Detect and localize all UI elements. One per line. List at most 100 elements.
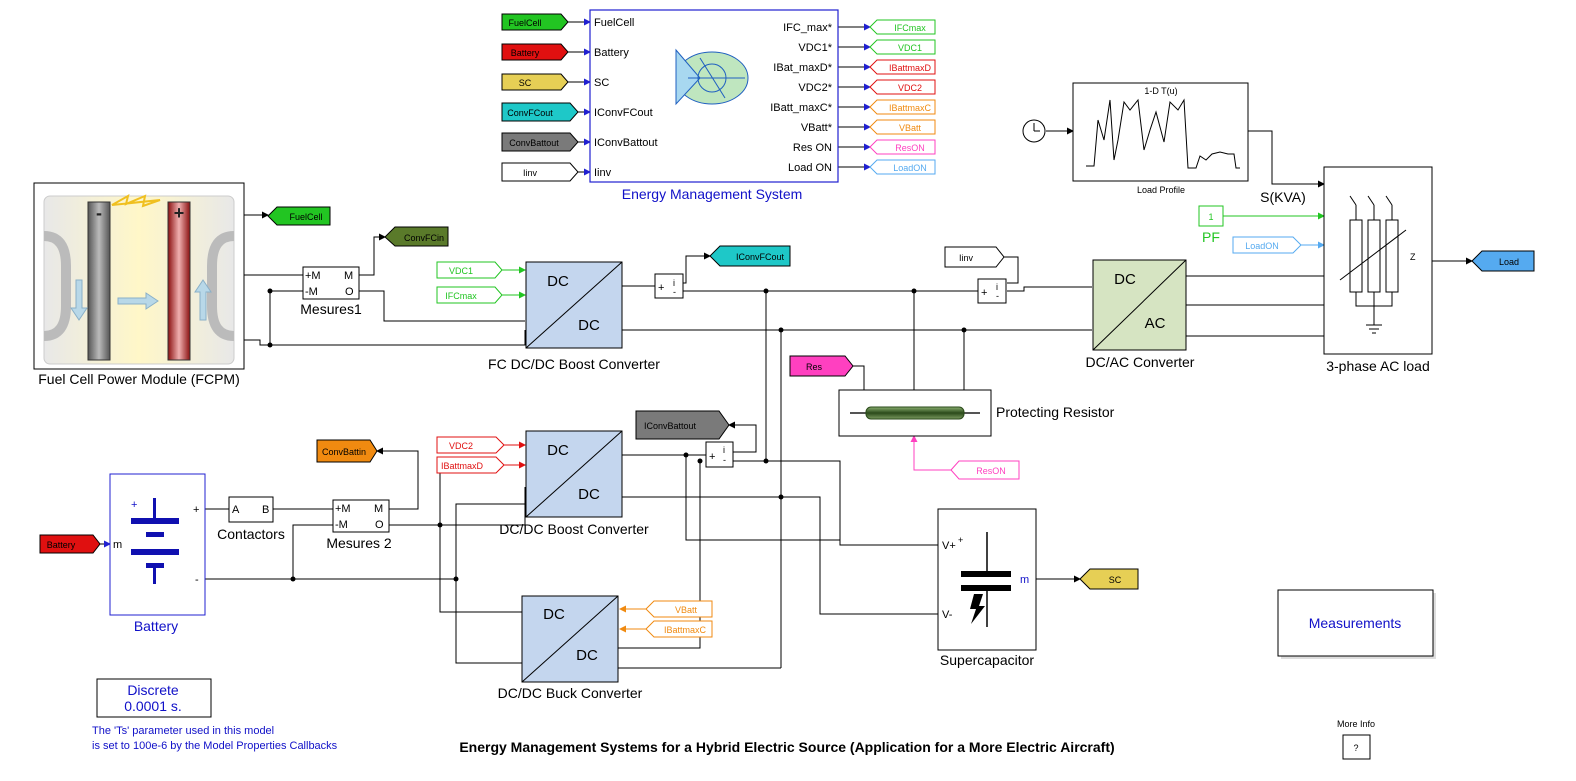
- goto-tag-res[interactable]: Res: [789, 355, 854, 377]
- svg-text:VBatt: VBatt: [675, 605, 698, 615]
- svg-text:ResON: ResON: [895, 143, 925, 153]
- fcpm-plus: +: [174, 203, 185, 223]
- fcpm-block[interactable]: - + Fuel Cell Power Module (FCPM): [33, 182, 245, 387]
- from-tag-ibattmaxc[interactable]: IBattmaxC: [645, 620, 713, 638]
- ems-output-tags[interactable]: IFCmax VDC1 IBattmaxD VDC2 IBattmaxC VBa…: [869, 19, 936, 175]
- from-tag-battery[interactable]: Battery: [39, 534, 101, 554]
- svg-text:VDC1: VDC1: [898, 43, 922, 53]
- current-sum-3[interactable]: + i -: [705, 441, 734, 468]
- goto-tag-convfcout[interactable]: ConvFCout: [501, 102, 579, 122]
- svg-text:PF: PF: [1202, 229, 1220, 245]
- ac-load-block[interactable]: Z 3-phase AC load: [1323, 166, 1433, 374]
- goto-tag-load[interactable]: Load: [1471, 250, 1535, 272]
- powergui-block[interactable]: Discrete 0.0001 s.: [96, 678, 212, 718]
- svg-text:V+: V+: [942, 540, 956, 552]
- svg-text:FuelCell: FuelCell: [508, 18, 541, 28]
- contactors-block[interactable]: A B Contactors: [217, 496, 285, 542]
- svg-text:-: -: [996, 291, 999, 301]
- battery-caption: Battery: [134, 618, 178, 634]
- goto-tag-loadon[interactable]: LoadON: [869, 159, 936, 175]
- from-tag-reson[interactable]: ResON: [950, 460, 1020, 480]
- dc-boost-converter[interactable]: DC DC DC/DC Boost Converter: [499, 430, 649, 537]
- svg-text:IFCmax: IFCmax: [445, 291, 477, 301]
- contactors-caption: Contactors: [217, 526, 285, 542]
- ems-caption: Energy Management System: [622, 186, 803, 202]
- from-tag-vdc2[interactable]: VDC2: [436, 436, 505, 454]
- fc-boost-converter[interactable]: DC DC FC DC/DC Boost Converter: [488, 261, 660, 372]
- load-profile-block[interactable]: 1-D T(u) Load Profile: [1072, 82, 1249, 195]
- svg-text:A: A: [232, 504, 240, 516]
- svg-text:AC: AC: [1145, 315, 1166, 332]
- goto-tag-sc[interactable]: SC: [501, 73, 569, 91]
- current-sum-1[interactable]: + i -: [654, 273, 684, 299]
- svg-text:i: i: [996, 282, 998, 292]
- goto-tag-convbattout[interactable]: ConvBattout: [501, 132, 579, 152]
- goto-tag-vdc2[interactable]: VDC2: [869, 79, 936, 95]
- from-tag-vdc1[interactable]: VDC1: [436, 261, 503, 279]
- protecting-resistor[interactable]: Protecting Resistor: [838, 389, 1115, 437]
- ems-logo-icon: [675, 48, 749, 106]
- help-icon: ?: [1353, 743, 1358, 753]
- dcac-converter[interactable]: DC AC DC/AC Converter: [1086, 259, 1195, 370]
- goto-tag-iconvfcout[interactable]: IConvFCout: [709, 245, 791, 267]
- goto-tag-ibattmaxc[interactable]: IBattmaxC: [869, 99, 936, 115]
- pf-constant[interactable]: 1 PF: [1198, 205, 1224, 245]
- ems-input-tags[interactable]: FuelCell Battery SC ConvFCout ConvBattou…: [501, 13, 579, 182]
- ems-input-label: Iinv: [594, 167, 612, 179]
- supercapacitor-block[interactable]: V+ V- + m Supercapacitor: [937, 508, 1037, 668]
- fc-boost-caption: FC DC/DC Boost Converter: [488, 356, 660, 372]
- resistor-caption: Protecting Resistor: [996, 404, 1115, 420]
- goto-tag-sc-out[interactable]: SC: [1079, 568, 1139, 590]
- svg-text:DC: DC: [578, 486, 600, 503]
- lightning-icon: [111, 193, 161, 208]
- svg-text:+M: +M: [335, 503, 351, 515]
- from-tag-vbatt[interactable]: VBatt: [645, 600, 713, 618]
- svg-text:+: +: [193, 504, 199, 516]
- svg-text:Load Profile: Load Profile: [1137, 185, 1185, 195]
- mesures2-block[interactable]: +M -M M O Mesures 2: [326, 499, 392, 551]
- goto-tag-ibattmaxd[interactable]: IBattmaxD: [869, 59, 936, 75]
- ems-input-label: IConvFCout: [594, 107, 653, 119]
- svg-text:Res: Res: [806, 362, 823, 372]
- svg-text:VBatt: VBatt: [899, 123, 922, 133]
- svg-text:FuelCell: FuelCell: [289, 212, 322, 222]
- goto-tag-iinv-ems[interactable]: Iinv: [501, 162, 579, 182]
- svg-text:LoadON: LoadON: [1245, 241, 1279, 251]
- goto-tag-ifcmax[interactable]: IFCmax: [869, 19, 936, 35]
- svg-text:Iinv: Iinv: [959, 253, 974, 263]
- battery-block[interactable]: + m + - Battery: [109, 473, 206, 634]
- goto-tag-fuelcell[interactable]: FuelCell: [501, 13, 569, 31]
- svg-text:Iinv: Iinv: [523, 168, 538, 178]
- goto-tag-battery[interactable]: Battery: [501, 43, 569, 61]
- svg-text:VDC1: VDC1: [449, 266, 473, 276]
- measurements-subsystem[interactable]: Measurements: [1277, 589, 1436, 659]
- mesures1-block[interactable]: +M -M M O Mesures1: [300, 266, 362, 317]
- from-tag-ibattmaxd[interactable]: IBattmaxD: [436, 456, 505, 474]
- from-tag-ifcmax[interactable]: IFCmax: [436, 286, 503, 304]
- goto-tag-convfcin[interactable]: ConvFCin: [384, 226, 449, 247]
- svg-text:IFCmax: IFCmax: [894, 23, 926, 33]
- svg-text:i: i: [723, 445, 725, 455]
- goto-tag-vdc1[interactable]: VDC1: [869, 39, 936, 55]
- goto-tag-vbatt[interactable]: VBatt: [869, 119, 936, 135]
- help-button: [1342, 734, 1371, 760]
- svg-text:IConvBattout: IConvBattout: [644, 421, 697, 431]
- from-tag-iinv[interactable]: Iinv: [944, 246, 1005, 268]
- svg-text:-: -: [673, 287, 676, 297]
- more-info[interactable]: More Info ?: [1337, 719, 1375, 760]
- goto-tag-convbattin[interactable]: ConvBattin: [316, 439, 378, 463]
- dc-buck-converter[interactable]: DC DC DC/DC Buck Converter: [498, 595, 643, 701]
- clock-icon[interactable]: [1022, 119, 1046, 143]
- svg-text:ConvBattout: ConvBattout: [509, 138, 559, 148]
- ems-output-label: VDC2*: [798, 82, 832, 94]
- goto-tag-fuelcell-out[interactable]: FuelCell: [267, 206, 331, 226]
- ems-output-label: VDC1*: [798, 42, 832, 54]
- from-tag-loadon[interactable]: LoadON: [1232, 236, 1302, 254]
- svg-text:-: -: [723, 455, 726, 465]
- current-sum-2[interactable]: + i -: [977, 278, 1007, 304]
- ems-block[interactable]: FuelCell Battery SC IConvFCout IConvBatt…: [589, 9, 839, 202]
- dc-buck-caption: DC/DC Buck Converter: [498, 685, 643, 701]
- goto-tag-reson[interactable]: ResON: [869, 139, 936, 155]
- svg-text:O: O: [375, 519, 384, 531]
- goto-tag-iconvbattout[interactable]: IConvBattout: [635, 410, 730, 440]
